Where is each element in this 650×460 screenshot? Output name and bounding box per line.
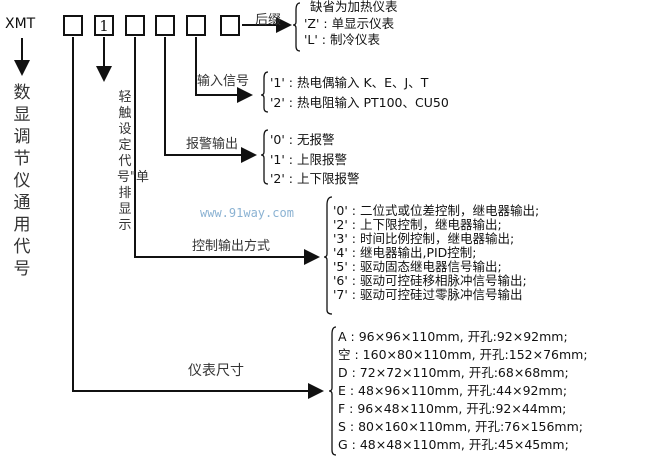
input-item: '1' : 热电偶输入 K、E、J、T <box>270 75 429 90</box>
suffix-item: 'Z' : 单显示仪表 <box>304 16 395 31</box>
code-box-touch: 1 <box>94 15 114 36</box>
alarm-item: '1' : 上限报警 <box>270 152 347 167</box>
size-item: 空 : 160×80×110mm, 开孔:152×76mm; <box>338 347 588 362</box>
prefix-code: XMT <box>5 16 36 32</box>
input-item: '2' : 热电阻输入 PT100、CU50 <box>270 95 449 110</box>
size-item: D : 72×72×110mm, 开孔:68×68mm; <box>338 365 569 380</box>
control-item: '4' : 继电器输出,PID控制; <box>333 245 477 260</box>
control-label: 控制输出方式 <box>192 239 271 254</box>
size-item: G : 48×48×110mm, 开孔:45×45mm; <box>338 437 569 452</box>
alarm-item: '0' : 无报警 <box>270 132 335 147</box>
code-box-suffix <box>220 15 240 36</box>
size-label: 仪表尺寸 <box>188 363 244 379</box>
prefix-description: 数显调节仪通用代号 <box>13 83 31 279</box>
size-item: S : 80×160×110mm, 开孔:76×156mm; <box>338 419 583 434</box>
control-item: '2' : 上下限控制，继电器输出; <box>333 217 502 232</box>
control-item: '3' : 时间比例控制，继电器输出; <box>333 231 515 246</box>
alarm-label: 报警输出 <box>186 137 239 152</box>
code-box-input <box>186 15 206 36</box>
code-box-alarm <box>155 15 175 36</box>
suffix-item: 缺省为加热仪表 <box>310 0 398 14</box>
touch-description: 轻触设定代号"单排显示 <box>117 90 149 233</box>
control-item: '6' : 驱动可控硅移相脉冲信号输出; <box>333 273 527 288</box>
watermark: www.91way.com <box>200 206 294 220</box>
input-label: 输入信号 <box>197 74 250 89</box>
size-item: A : 96×96×110mm, 开孔:92×92mm; <box>338 329 568 344</box>
control-item: '5' : 驱动固态继电器信号输出; <box>333 259 502 274</box>
suffix-item: 'L' : 制冷仪表 <box>304 32 380 47</box>
code-box-control <box>125 15 145 36</box>
suffix-label: 后缀 <box>255 13 282 28</box>
size-item: E : 48×96×110mm, 开孔:44×92mm; <box>338 383 568 398</box>
alarm-item: '2' : 上下限报警 <box>270 171 360 186</box>
control-item: '7' : 驱动可控硅过零脉冲信号输出 <box>333 287 523 302</box>
size-item: F : 96×48×110mm, 开孔:92×44mm; <box>338 401 567 416</box>
control-item: '0' : 二位式或位差控制，继电器输出; <box>333 203 540 218</box>
code-box-size <box>63 15 83 36</box>
